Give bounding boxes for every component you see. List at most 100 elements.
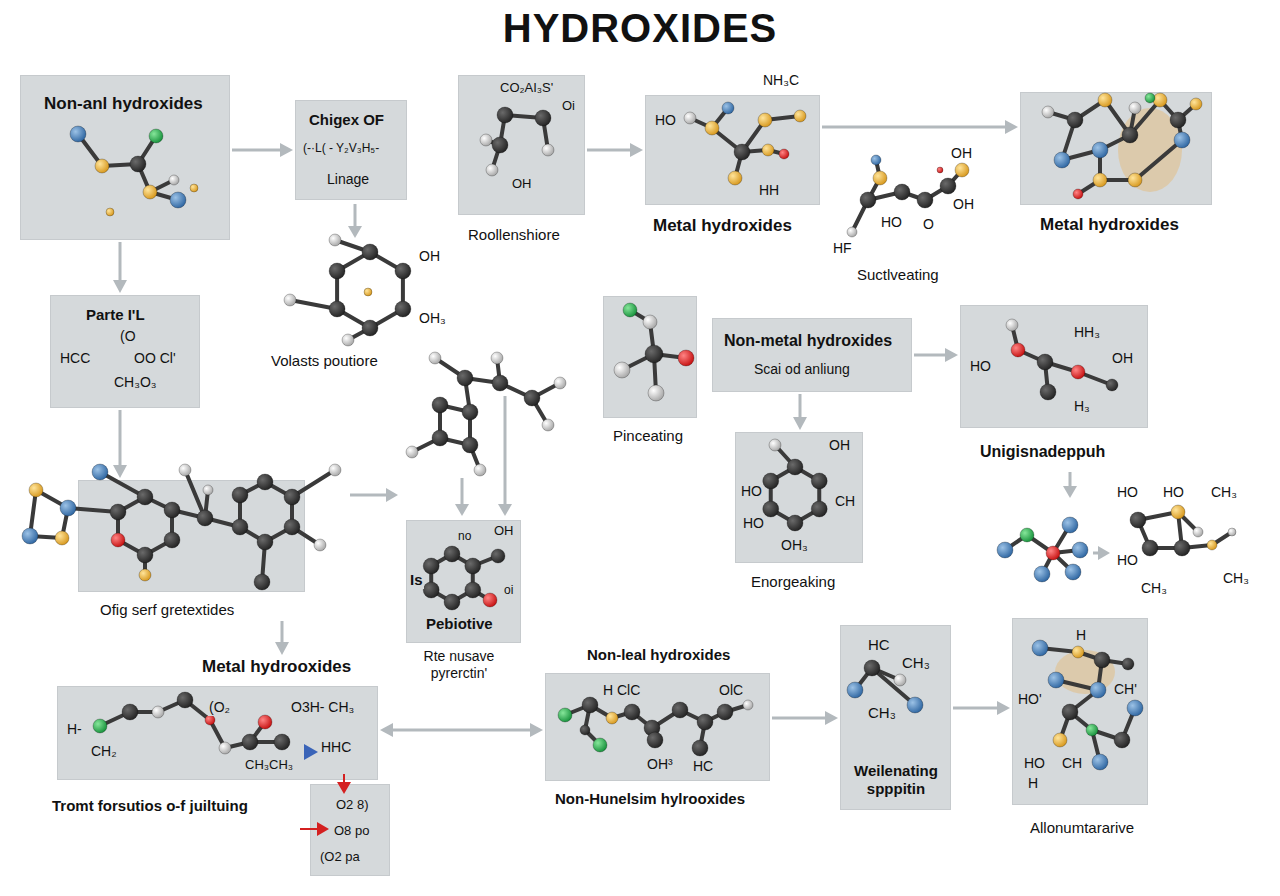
node-text: HC [692, 758, 714, 775]
atom [190, 184, 198, 192]
molecule [1130, 505, 1236, 556]
atom [480, 134, 492, 146]
atom [137, 489, 153, 505]
connector-line [232, 149, 281, 152]
node-text: HC [867, 636, 891, 654]
node-text: Oi [561, 98, 576, 114]
node-text: H [1027, 775, 1039, 792]
bond [768, 150, 784, 154]
bond [497, 358, 500, 383]
free-label: O [922, 216, 935, 233]
bond [532, 398, 548, 425]
atom [787, 515, 803, 531]
free-label: OH [952, 196, 975, 213]
atom [643, 315, 657, 329]
atom [1037, 354, 1053, 370]
atom [284, 519, 300, 535]
bond [817, 481, 821, 509]
bond [145, 497, 172, 510]
arrow-shaft [1069, 472, 1072, 486]
flow-arrow [348, 204, 362, 238]
process-box: OHHOCHHOOH₃Enorgeaking [735, 432, 863, 563]
atom [1171, 505, 1185, 519]
atom [257, 474, 273, 490]
atom [1054, 152, 1070, 168]
atom [1130, 512, 1146, 528]
bond [680, 710, 705, 722]
connector-arrow [793, 394, 807, 430]
node-text: Linage [326, 171, 370, 188]
free-label: HF [832, 240, 853, 257]
arrow-head [275, 642, 289, 655]
atom [329, 301, 345, 317]
atom [1098, 93, 1112, 107]
atom [164, 502, 180, 518]
atom [242, 734, 258, 750]
bond [145, 540, 172, 555]
arrow-head [113, 465, 127, 478]
atom [219, 742, 231, 754]
atom [1128, 173, 1142, 187]
connector-line [772, 717, 826, 720]
bond [1045, 362, 1078, 372]
atom [1228, 528, 1236, 536]
node-text: OO Cl' [133, 350, 177, 367]
node-heading: Unigisnadeppuh [979, 442, 1106, 461]
free-label: Volasts poutiore [270, 352, 379, 370]
arrow-head [455, 504, 469, 516]
flow-arrow [498, 396, 512, 516]
atom [794, 110, 806, 122]
node-heading: Pinceating [612, 427, 684, 445]
process-box: HHO'CH'HOCHHAllonumtararive [1012, 618, 1148, 805]
atom [1020, 528, 1034, 542]
process-box: Ofig serf gretextides [78, 480, 305, 592]
bond [335, 240, 370, 252]
atom [582, 697, 598, 713]
node-text: HO [654, 112, 677, 129]
node-text: O2 8) [335, 797, 370, 813]
bond [465, 378, 470, 412]
bond [1150, 98, 1160, 100]
bond [868, 178, 880, 200]
atom [542, 144, 554, 156]
node-text: Parte I'L [85, 306, 146, 324]
free-label: Rte nusave pyrerctin' [408, 648, 510, 682]
atom [997, 542, 1013, 558]
node-text: Weilenating spppitin [847, 762, 945, 798]
atom [203, 485, 213, 495]
bond [116, 512, 120, 540]
bond [172, 510, 205, 518]
process-box: Pinceating [603, 296, 697, 418]
arrow-head [793, 417, 807, 430]
atom [444, 594, 460, 610]
molecule [558, 697, 753, 756]
node-heading: Enorgeaking [750, 573, 836, 591]
atom [1032, 640, 1048, 656]
atom [1153, 93, 1167, 107]
free-label: HO [1162, 484, 1185, 501]
node-text: Pebiotive [425, 615, 494, 633]
bond [1070, 690, 1098, 712]
bond [250, 722, 265, 742]
red-arrow [300, 822, 329, 836]
free-label: HO [1116, 484, 1139, 501]
atom [672, 702, 688, 718]
bond [292, 470, 335, 497]
node-text: CH₃CH₃ [244, 757, 294, 773]
arrow-head [113, 280, 127, 293]
bond [1048, 112, 1075, 120]
node-text: HO [742, 515, 765, 532]
bond [902, 192, 925, 200]
connector-arrow [587, 143, 643, 157]
arrow-head [317, 822, 329, 836]
atom [60, 500, 76, 516]
atom [684, 112, 696, 124]
atom [847, 682, 863, 698]
arrow-shaft [300, 828, 317, 830]
arrow-head [1005, 120, 1018, 134]
flow-arrow [1093, 546, 1110, 560]
process-box: noIsOHoiPebiotive [406, 520, 521, 643]
bond [590, 705, 612, 718]
bond [1005, 535, 1027, 550]
atom [705, 121, 719, 135]
